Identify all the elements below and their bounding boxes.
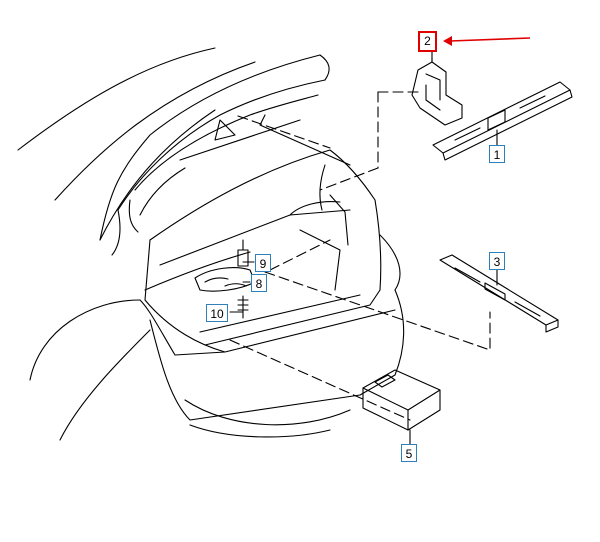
callout-3[interactable]: 3 [489, 252, 505, 270]
trunk-lid [99, 54, 330, 256]
callout-8[interactable]: 8 [251, 274, 267, 292]
callout-1[interactable]: 1 [489, 145, 505, 163]
callout-leaders [229, 51, 498, 445]
car-body [17, 47, 405, 441]
callout-9[interactable]: 9 [255, 254, 271, 272]
tool-part-3 [439, 254, 559, 333]
callout-2-highlighted[interactable]: 2 [418, 31, 437, 52]
highlight-arrow [443, 36, 531, 46]
tool-part-1 [432, 81, 573, 161]
callout-5[interactable]: 5 [401, 444, 417, 462]
callout-10[interactable]: 10 [206, 304, 228, 322]
kit-box-part [362, 369, 441, 431]
leader-lines [229, 91, 491, 421]
trunk-opening [144, 114, 382, 353]
bracket-part [411, 57, 463, 126]
